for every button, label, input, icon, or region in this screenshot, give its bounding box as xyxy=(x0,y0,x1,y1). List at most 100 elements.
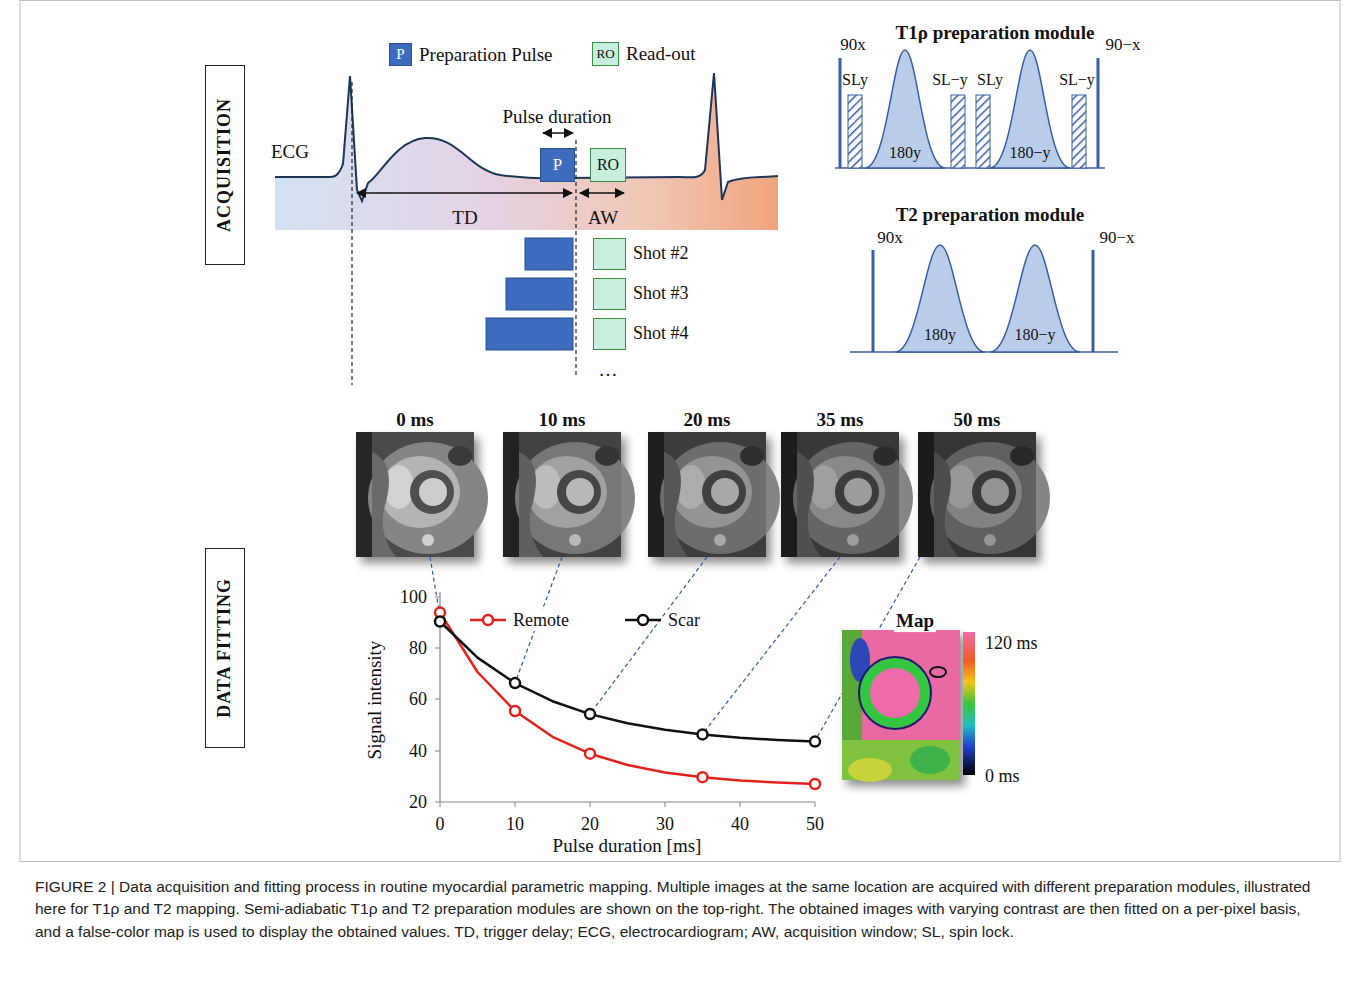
label-anchor: SLy xyxy=(842,71,868,89)
label-anchor: TD xyxy=(452,207,477,229)
figure-line xyxy=(665,802,666,807)
figure-line xyxy=(435,648,440,649)
pulse-label: SLy xyxy=(842,71,868,89)
figure-line xyxy=(515,802,516,807)
figure-circle xyxy=(859,657,931,729)
figure-use xyxy=(781,432,913,557)
figure-line xyxy=(839,58,842,168)
figure-polyline xyxy=(440,613,815,784)
figure-line xyxy=(435,597,440,598)
figure-line xyxy=(435,802,440,803)
colorbar-label: 120 ms xyxy=(985,633,1038,654)
label-anchor: 180−y xyxy=(1014,326,1055,344)
legend-pulse-box: PPreparation Pulse xyxy=(389,43,412,66)
figure-polyline xyxy=(440,622,815,742)
axis-title: Pulse duration [ms] xyxy=(553,835,702,857)
figure-line xyxy=(1097,58,1100,168)
label-anchor: SLy xyxy=(977,71,1003,89)
label-anchor: Map xyxy=(894,610,936,632)
shot-box: Shot #3 xyxy=(593,278,626,310)
shot-box: Shot #2 xyxy=(593,238,626,270)
node-caption: Shot #3 xyxy=(633,284,689,304)
figure-use xyxy=(918,432,1050,557)
label-anchor: Pulse duration [ms] xyxy=(553,835,702,857)
label-anchor: T2 preparation module xyxy=(896,204,1085,226)
colorbar-label: 0 ms xyxy=(985,766,1020,787)
label-anchor: 90−x xyxy=(1099,228,1134,248)
label-anchor: 180y xyxy=(924,326,956,344)
label-anchor: 50 ms xyxy=(954,409,1001,431)
axis-tick: 40 xyxy=(409,741,427,762)
figure-line xyxy=(872,250,875,352)
map-label: Map xyxy=(894,610,936,632)
image-label: 50 ms xyxy=(954,409,1001,431)
figure-rect xyxy=(506,278,573,310)
ellipsis-label: … xyxy=(599,359,618,381)
label-anchor: Pulse duration xyxy=(502,106,611,128)
dimension-label: TD xyxy=(452,207,477,229)
figure-path xyxy=(275,73,778,230)
shot-box: Shot #4 xyxy=(593,318,626,350)
figure-line xyxy=(580,192,624,194)
label-anchor: 80 xyxy=(409,638,427,659)
figure-rect xyxy=(963,632,975,775)
label-anchor: 180−y xyxy=(1009,144,1050,162)
figure-g xyxy=(435,617,820,747)
label-anchor: 90−x xyxy=(1105,35,1140,55)
figure-g xyxy=(435,597,815,807)
legend-sample xyxy=(470,613,506,627)
label-anchor: ECG xyxy=(271,141,309,163)
figure-line xyxy=(435,751,440,752)
image-label: 35 ms xyxy=(817,409,864,431)
figure-rect xyxy=(20,1,1340,862)
pulse-label: 90−x xyxy=(1105,35,1140,55)
node-caption: Read-out xyxy=(626,44,696,65)
node-caption-anchor: Preparation Pulse xyxy=(419,44,553,65)
axis-title: Signal intensity xyxy=(364,641,386,760)
figure-circle xyxy=(510,678,520,688)
label-anchor: SL−y xyxy=(1059,71,1095,89)
figure-rect xyxy=(781,432,899,557)
legend-text: Remote xyxy=(511,610,571,631)
node-caption-anchor: Shot #3 xyxy=(633,284,689,304)
label-anchor: 30 xyxy=(656,814,674,835)
figure-rect xyxy=(848,95,862,168)
label-anchor: 120 ms xyxy=(985,633,1038,654)
module-title: T1ρ preparation module xyxy=(896,22,1095,44)
node-caption: Shot #2 xyxy=(633,244,689,264)
pulse-label: 90−x xyxy=(1099,228,1134,248)
signal-name: ECG xyxy=(271,141,309,163)
label-anchor: 50 xyxy=(806,814,824,835)
label-anchor: 40 xyxy=(731,814,749,835)
pulse-label: SLy xyxy=(977,71,1003,89)
figure-rect xyxy=(525,238,573,270)
figure-circle xyxy=(435,617,445,627)
pulse-label: 180y xyxy=(924,326,956,344)
figure-caption: FIGURE 2 | Data acquisition and fitting … xyxy=(35,876,1325,943)
label-anchor: 20 xyxy=(581,814,599,835)
section-box: ACQUISITION xyxy=(205,65,245,265)
node-caption: Preparation Pulse xyxy=(419,44,553,65)
image-label: 20 ms xyxy=(684,409,731,431)
pulse-label: 90x xyxy=(840,35,866,55)
figure-line xyxy=(351,82,352,385)
axis-tick: 80 xyxy=(409,638,427,659)
figure-circle xyxy=(865,663,925,723)
node-caption-anchor: Shot #2 xyxy=(633,244,689,264)
figure-path xyxy=(865,50,945,168)
legend-readout-box: RORead-out xyxy=(592,42,619,66)
label-anchor: 35 ms xyxy=(817,409,864,431)
pulse-label: SL−y xyxy=(1059,71,1095,89)
figure-line xyxy=(590,802,591,807)
label-anchor: 100 xyxy=(400,587,427,608)
legend-marker xyxy=(638,615,648,625)
figure-line xyxy=(1092,250,1095,352)
legend-anchor: Scar xyxy=(666,610,702,631)
node-text: P xyxy=(396,46,404,63)
pulse-label: 180y xyxy=(889,144,921,162)
figure-line xyxy=(815,802,816,807)
legend-marker xyxy=(483,615,493,625)
pulse-box: P xyxy=(540,148,575,182)
figure-ellipse xyxy=(930,667,946,677)
label-anchor: 20 ms xyxy=(684,409,731,431)
